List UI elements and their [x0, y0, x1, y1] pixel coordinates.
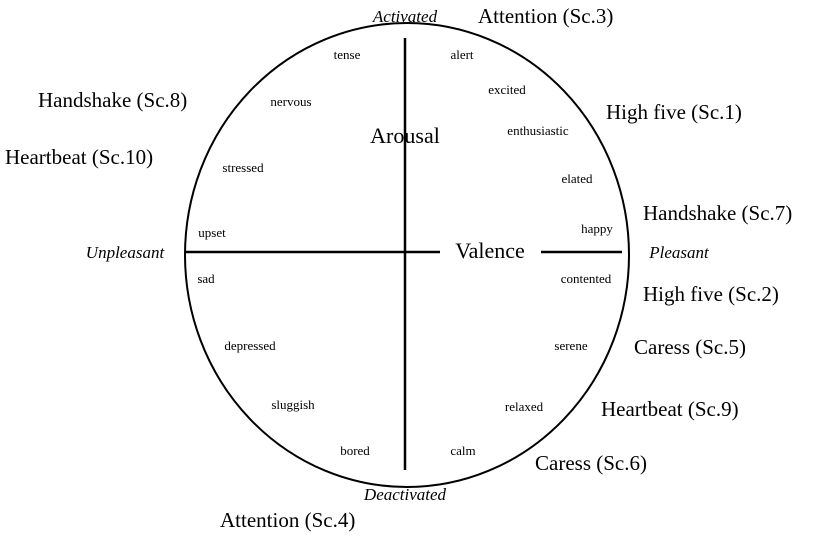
circumplex-circle [184, 22, 630, 488]
emotion-happy: happy [581, 221, 613, 236]
scenario-sc2: High five (Sc.2) [643, 282, 779, 306]
scenario-sc8: Handshake (Sc.8) [38, 88, 187, 112]
axis-label-unpleasant: Unpleasant [86, 243, 166, 262]
emotion-relaxed: relaxed [505, 399, 544, 414]
scenario-sc5: Caress (Sc.5) [634, 335, 746, 359]
scenario-sc7: Handshake (Sc.7) [643, 201, 792, 225]
axis-label-pleasant: Pleasant [648, 243, 710, 262]
emotion-alert: alert [450, 47, 473, 62]
scenario-sc10: Heartbeat (Sc.10) [5, 145, 153, 169]
emotion-calm: calm [450, 443, 475, 458]
axis-label-activated: Activated [372, 7, 438, 26]
scenario-sc4: Attention (Sc.4) [220, 508, 355, 532]
scenario-sc6: Caress (Sc.6) [535, 451, 647, 475]
scenario-sc1: High five (Sc.1) [606, 100, 742, 124]
scenario-sc9: Heartbeat (Sc.9) [601, 397, 739, 421]
emotion-depressed: depressed [224, 338, 276, 353]
emotion-enthusiastic: enthusiastic [507, 123, 569, 138]
emotion-upset: upset [198, 225, 226, 240]
emotion-sluggish: sluggish [271, 397, 315, 412]
emotion-contented: contented [561, 271, 612, 286]
emotion-nervous: nervous [270, 94, 311, 109]
axis-label-deactivated: Deactivated [363, 485, 447, 504]
dimension-valence: Valence [455, 238, 525, 263]
emotion-sad: sad [197, 271, 215, 286]
emotion-stressed: stressed [222, 160, 264, 175]
emotion-bored: bored [340, 443, 370, 458]
emotion-elated: elated [561, 171, 593, 186]
emotion-excited: excited [488, 82, 526, 97]
emotion-tense: tense [334, 47, 361, 62]
scenario-sc3: Attention (Sc.3) [478, 4, 613, 28]
emotion-serene: serene [554, 338, 587, 353]
dimension-arousal: Arousal [370, 123, 440, 148]
